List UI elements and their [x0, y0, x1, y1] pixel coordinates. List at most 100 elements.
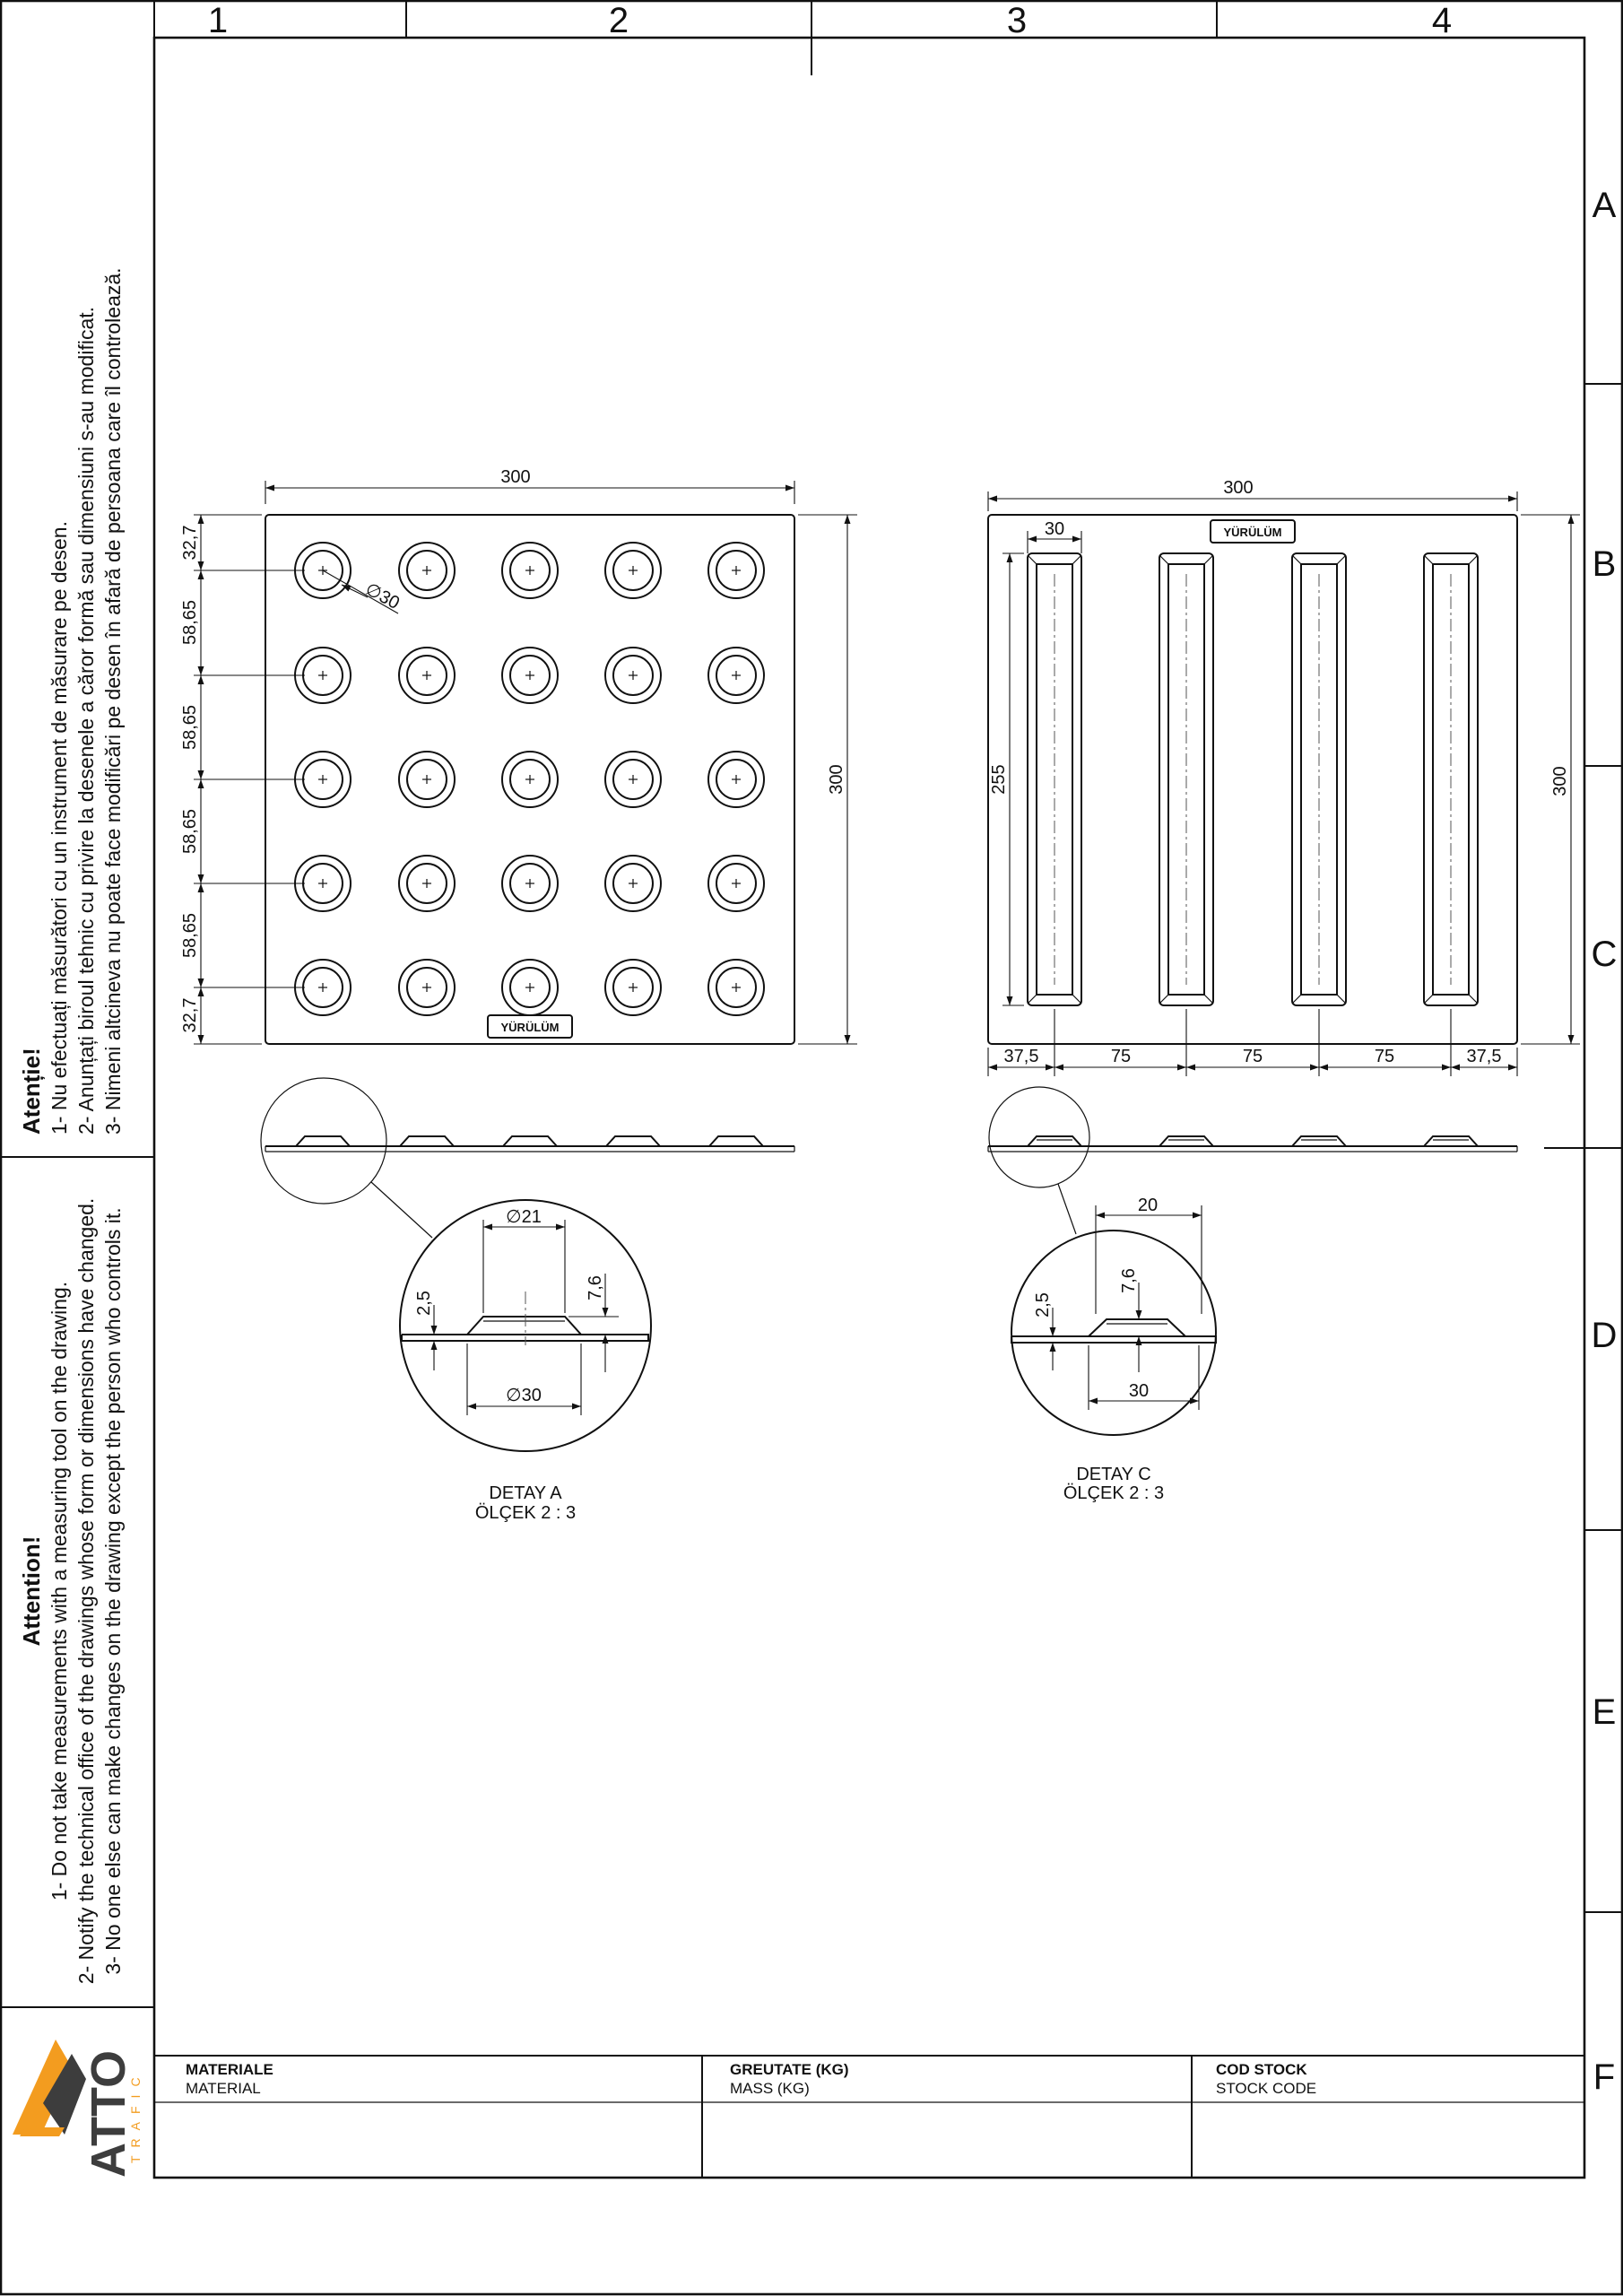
detail-c-title: DETAY C [1076, 1465, 1150, 1484]
dot-tile-edge-top-label: 32,7 [180, 526, 200, 561]
notes-english: Attention! 1- Do not take measurements w… [18, 1198, 125, 1985]
title-block-material-sub: MATERIAL [186, 2080, 261, 2097]
zone-row-b: B [1593, 544, 1617, 584]
bar-profile-ridges [1027, 1135, 1479, 1147]
bar-tile-top-view: YÜRÜLÜM 300 300 30 255 37,5 [987, 478, 1580, 1076]
dot-tile-width-label: 300 [500, 467, 530, 487]
bar-group [1027, 552, 1479, 1006]
title-block-code-sub: STOCK CODE [1216, 2080, 1316, 2097]
zone-col-3: 3 [1007, 1, 1027, 40]
detail-c-bottom-width-label: 30 [1129, 1381, 1149, 1401]
notes-ro-line-3: 3- Nimeni altcineva nu poate face modifi… [101, 267, 125, 1135]
dot-stud-15 [707, 751, 765, 808]
logo-accent-shape [13, 2039, 72, 2135]
bar-tile-brand-text: YÜRÜLÜM [1224, 526, 1282, 539]
bar-profile-ridge-1 [1027, 1135, 1082, 1147]
detail-a-title: DETAY A [489, 1483, 562, 1503]
detail-c-base-thk-label: 2,5 [1033, 1292, 1053, 1318]
dot-stud-13 [501, 751, 559, 808]
detail-a-top-dia-label: ∅21 [506, 1207, 542, 1227]
row-zone-labels: A B C D E F [1592, 186, 1618, 2097]
title-block-material-label: MATERIALE [186, 2061, 273, 2078]
dot-stud-19 [604, 855, 662, 912]
atto-trafic-logo: ATTO TRAFIC [13, 2039, 143, 2178]
bar-ridge-3 [1291, 552, 1347, 1006]
logo-subtitle: TRAFIC [128, 2069, 143, 2163]
dot-stud-23 [501, 959, 559, 1016]
notes-ro-line-2: 2- Anunțați biroul tehnic cu privire la … [74, 307, 98, 1135]
dot-stud-2 [398, 542, 456, 599]
detail-a-height-label: 7,6 [586, 1275, 605, 1300]
dot-stud-10 [707, 647, 765, 704]
dot-stud-7 [398, 647, 456, 704]
dot-tile-side-profile [260, 1077, 795, 1239]
zone-row-d: D [1592, 1316, 1618, 1355]
dot-profile-studs [295, 1135, 764, 1147]
notes-en-line-3: 3- No one else can make changes on the d… [101, 1207, 125, 1974]
dot-stud-3 [501, 542, 559, 599]
dot-stud-9 [604, 647, 662, 704]
dot-stud-14 [604, 751, 662, 808]
detail-a-base-thk-label: 2,5 [414, 1291, 434, 1316]
title-block-code-label: COD STOCK [1216, 2061, 1307, 2078]
bar-tile-brand-badge: YÜRÜLÜM [1210, 519, 1296, 544]
dot-tile-brand-badge: YÜRÜLÜM [487, 1014, 573, 1039]
dot-tile-pitch-label-1: 58,65 [180, 600, 200, 645]
zone-col-2: 2 [609, 1, 629, 40]
bar-ridge-4 [1423, 552, 1479, 1006]
detail-c: 20 7,6 2,5 30 DETAY C ÖLÇEK 2 : 3 [1011, 1196, 1217, 1503]
dot-stud-18 [501, 855, 559, 912]
zone-col-4: 4 [1432, 1, 1452, 40]
notes-en-line-2: 2- Notify the technical office of the dr… [74, 1198, 98, 1985]
bar-ridge-1 [1027, 552, 1082, 1006]
notes-ro-title: Atenție! [18, 1048, 45, 1135]
detail-a: ∅21 7,6 2,5 ∅30 DETAY A ÖLÇEK 2 : 3 [399, 1199, 652, 1523]
bar-tile-edge-left-label: 37,5 [1004, 1047, 1039, 1066]
dot-stud-4 [604, 542, 662, 599]
dot-diameter-label: ∅30 [362, 579, 403, 613]
logo-dark-shape [43, 2054, 86, 2135]
bar-tile-outline [987, 514, 1518, 1045]
notes-romanian: Atenție! 1- Nu efectuați măsurători cu u… [18, 267, 125, 1135]
dot-tile-pitch-label-4: 58,65 [180, 913, 200, 958]
dot-stud-5 [707, 542, 765, 599]
bar-tile-width-label: 300 [1223, 478, 1253, 498]
bar-tile-pitch-label-2: 75 [1243, 1047, 1263, 1066]
dot-tile-top-view: YÜRÜLÜM 300 300 32,7 58,65 58,65 58,6 [180, 467, 857, 1045]
bar-profile-ridge-3 [1291, 1135, 1347, 1147]
title-block-mass-sub: MASS (KG) [730, 2080, 810, 2097]
detail-c-circle [1011, 1230, 1217, 1436]
dot-stud-25 [707, 959, 765, 1016]
dot-stud-22 [398, 959, 456, 1016]
title-block: MATERIALE MATERIAL GREUTATE (KG) MASS (K… [154, 2055, 1584, 2178]
bar-ridge-2 [1159, 552, 1214, 1006]
detail-a-marker-circle [260, 1077, 387, 1205]
logo-wordmark: ATTO [82, 2050, 135, 2178]
detail-a-bottom-dia-label: ∅30 [506, 1386, 542, 1405]
bar-length-label: 255 [989, 764, 1009, 794]
bar-profile-ridge-2 [1159, 1135, 1214, 1147]
title-block-mass-label: GREUTATE (KG) [730, 2061, 849, 2078]
dot-profile-stud-5 [708, 1135, 764, 1147]
detail-c-height-label: 7,6 [1119, 1268, 1139, 1293]
dot-profile-stud-4 [605, 1135, 661, 1147]
zone-row-a: A [1593, 186, 1617, 225]
dot-tile-left-dimension-chain: 32,7 58,65 58,65 58,65 58,65 32,7 [180, 514, 305, 1045]
dot-diameter-callout: ∅30 [322, 570, 403, 614]
bar-tile-height-label: 300 [1550, 766, 1570, 796]
zone-row-e: E [1593, 1692, 1617, 1732]
bar-width-label: 30 [1045, 519, 1064, 539]
detail-c-scale: ÖLÇEK 2 : 3 [1063, 1483, 1164, 1503]
bar-tile-pitch-label-1: 75 [1111, 1047, 1131, 1066]
bar-profile-ridge-4 [1423, 1135, 1479, 1147]
notes-en-title: Attention! [18, 1536, 45, 1647]
dot-tile-pitch-label-3: 58,65 [180, 809, 200, 854]
detail-a-circle [399, 1199, 652, 1452]
bar-tile-edge-right-label: 37,5 [1467, 1047, 1502, 1066]
bar-tile-side-profile [987, 1086, 1518, 1235]
detail-c-top-width-label: 20 [1138, 1196, 1158, 1215]
notes-en-line-1: 1- Do not take measurements with a measu… [48, 1282, 71, 1900]
dot-tile-brand-text: YÜRÜLÜM [501, 1021, 560, 1034]
column-zone-labels: 1 2 3 4 [208, 1, 1452, 40]
dot-stud-17 [398, 855, 456, 912]
